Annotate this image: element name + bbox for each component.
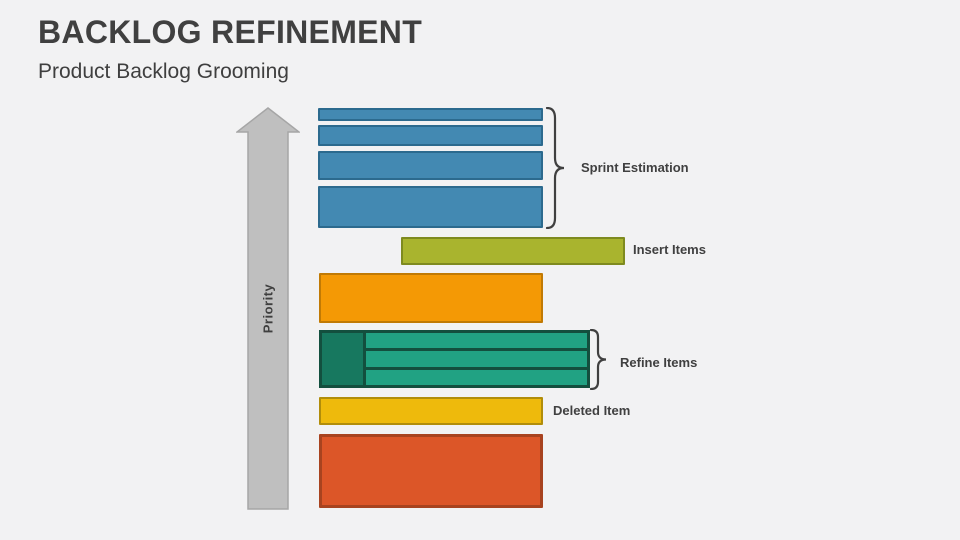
priority-label: Priority [260, 283, 276, 333]
refine-items-group [319, 330, 590, 388]
refine-strip-2 [366, 348, 587, 367]
refine-strip-1 [366, 333, 587, 349]
sprint-bar-3 [318, 151, 543, 180]
page-title: BACKLOG REFINEMENT [38, 14, 423, 50]
up-arrow-shape [236, 107, 300, 510]
deleted-item-bar [319, 397, 543, 425]
refine-strips [366, 333, 587, 385]
sprint-bar-4 [318, 186, 543, 228]
priority-axis: Priority [236, 106, 300, 510]
refine-items-brace [589, 329, 607, 390]
sprint-estimation-label: Sprint Estimation [581, 160, 689, 175]
page-subtitle: Product Backlog Grooming [38, 60, 289, 83]
priority-arrow-icon [236, 107, 300, 510]
sprint-bar-1 [318, 108, 543, 121]
backlog-bar-red [319, 434, 543, 508]
refine-items-label: Refine Items [620, 355, 698, 370]
refine-left-block [322, 333, 366, 385]
insert-item-bar [401, 237, 625, 265]
backlog-bar-orange [319, 273, 543, 323]
refine-strip-3 [366, 366, 587, 385]
insert-items-label: Insert Items [633, 242, 706, 257]
sprint-estimation-brace [545, 107, 565, 229]
deleted-item-label: Deleted Item [553, 403, 631, 418]
sprint-bar-2 [318, 125, 543, 146]
